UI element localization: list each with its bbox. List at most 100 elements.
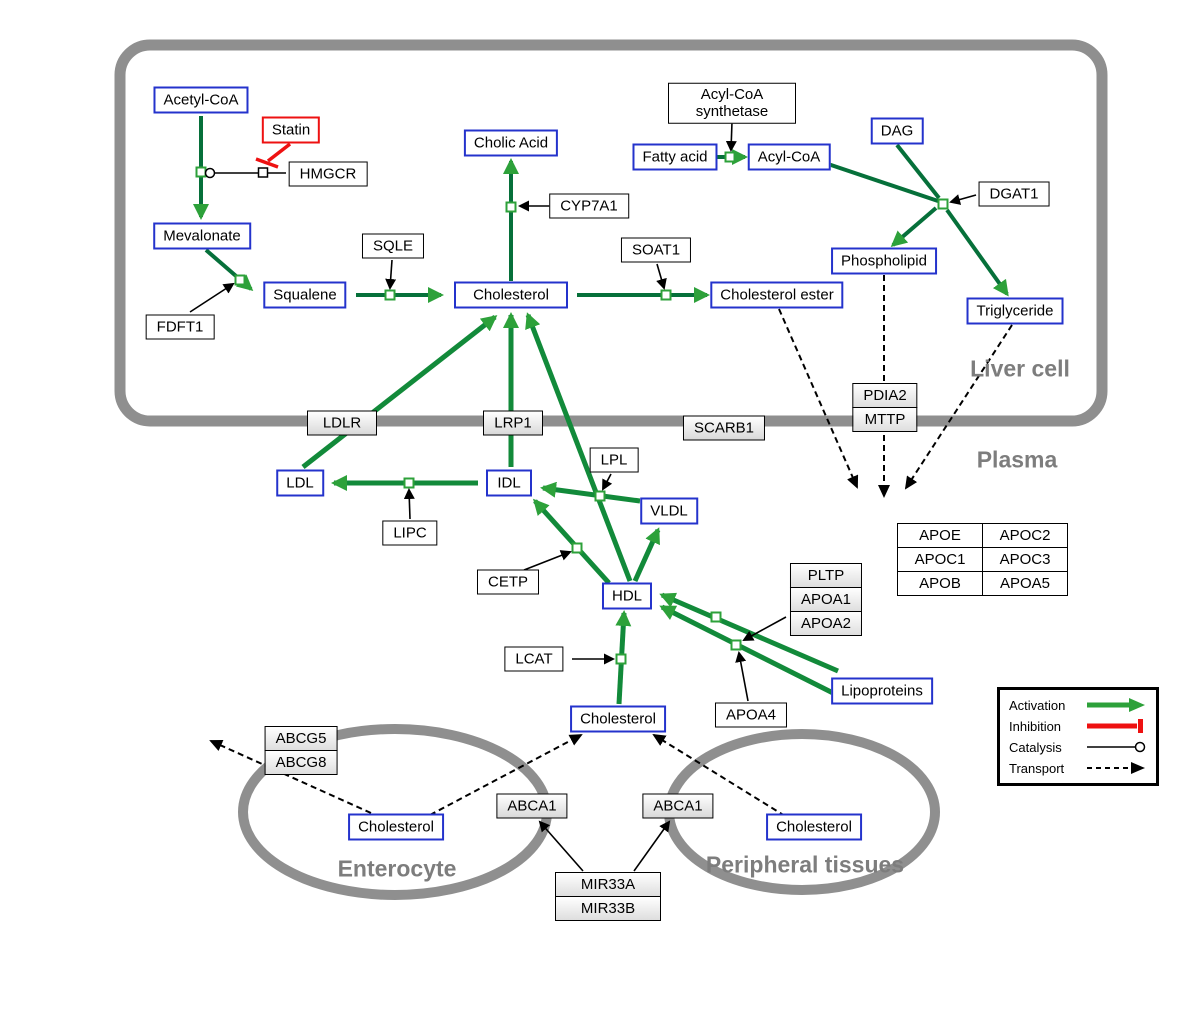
edge-lpl <box>602 473 613 491</box>
edge-cholesterolester-secretion <box>778 308 859 489</box>
peripheral-tissues-label: Peripheral tissues <box>705 851 905 878</box>
stack-pdia2-mttp: PDIA2 MTTP <box>852 383 918 432</box>
liver-cell-membrane <box>114 39 1108 427</box>
enterocyte-label: Enterocyte <box>337 855 457 882</box>
node-lcat[interactable]: LCAT <box>504 646 564 672</box>
node-apoa4[interactable]: APOA4 <box>714 702 788 728</box>
node-idl[interactable]: IDL <box>486 469 532 497</box>
edge-cetp <box>523 550 572 571</box>
reaction-squares <box>195 151 949 665</box>
node-abca1-left[interactable]: ABCA1 <box>496 793 568 819</box>
node-cholesterol-plasma[interactable]: Cholesterol <box>570 705 666 733</box>
node-fdft1[interactable]: FDFT1 <box>145 314 215 340</box>
legend-row-activation: Activation <box>1009 697 1147 713</box>
node-mttp[interactable]: MTTP <box>852 407 918 432</box>
edge-triglyceride-secretion <box>904 324 1013 490</box>
activation-edges-plasma <box>301 312 839 705</box>
node-cholic-acid[interactable]: Cholic Acid <box>463 129 559 157</box>
stack-abcg5-abcg8: ABCG5 ABCG8 <box>264 726 338 775</box>
node-soat1[interactable]: SOAT1 <box>620 237 692 263</box>
legend-row-catalysis: Catalysis <box>1009 739 1147 755</box>
node-scarb1[interactable]: SCARB1 <box>682 415 766 441</box>
catalysis-circle-icon <box>1087 741 1146 753</box>
node-lipc[interactable]: LIPC <box>382 520 438 546</box>
node-cholesterol-enterocyte[interactable]: Cholesterol <box>348 813 444 841</box>
edge-mir33-abca1-left <box>538 820 584 872</box>
stack-pltp-apoa1-apoa2: PLTP APOA1 APOA2 <box>789 563 863 636</box>
edge-dgat1 <box>949 194 977 205</box>
edge-junction-triglyceride <box>945 208 1009 297</box>
edge-fdft1 <box>189 282 235 313</box>
node-lipoproteins[interactable]: Lipoproteins <box>831 677 933 705</box>
apolipoprotein-table: APOE APOC2 APOC1 APOC3 APOB APOA5 <box>897 523 1068 596</box>
node-cholesterol-peripheral[interactable]: Cholesterol <box>766 813 862 841</box>
node-acyl-coa[interactable]: Acyl-CoA <box>747 143 831 171</box>
node-acetyl-coa[interactable]: Acetyl-CoA <box>153 86 249 114</box>
inhibition-edge-statin <box>255 142 292 169</box>
node-apoc3[interactable]: APOC3 <box>982 547 1068 572</box>
node-hmgcr[interactable]: HMGCR <box>288 161 368 187</box>
node-dag[interactable]: DAG <box>870 117 924 145</box>
legend-row-transport: Transport <box>1009 760 1147 776</box>
node-dgat1[interactable]: DGAT1 <box>978 181 1050 207</box>
edge-hdl-vldl <box>632 527 661 583</box>
edge-lipoproteins-hdl-lower <box>659 604 835 696</box>
inhibition-tbar-icon <box>1087 719 1143 733</box>
node-cholesterol-liver[interactable]: Cholesterol <box>454 281 568 309</box>
edge-dag-junction <box>895 143 941 200</box>
node-hdl[interactable]: HDL <box>601 582 653 610</box>
edge-sqle <box>385 259 397 290</box>
edge-mir33-abca1-right <box>633 820 671 872</box>
node-cholesterol-ester[interactable]: Cholesterol ester <box>710 281 844 309</box>
node-apoc1[interactable]: APOC1 <box>897 547 983 572</box>
node-apoc2[interactable]: APOC2 <box>982 523 1068 548</box>
stack-mir33a-mir33b: MIR33A MIR33B <box>555 872 661 921</box>
node-triglyceride[interactable]: Triglyceride <box>966 297 1064 325</box>
node-apoa5[interactable]: APOA5 <box>982 571 1068 596</box>
legend-catalysis-label: Catalysis <box>1009 739 1062 755</box>
edge-acylcoa-junction <box>827 162 939 203</box>
node-vldl[interactable]: VLDL <box>640 497 698 525</box>
node-pltp[interactable]: PLTP <box>789 563 863 588</box>
node-mevalonate[interactable]: Mevalonate <box>153 222 251 250</box>
edge-vldl-idl <box>540 481 641 504</box>
node-lpl[interactable]: LPL <box>589 447 639 473</box>
node-ldl[interactable]: LDL <box>276 469 324 497</box>
node-abcg5[interactable]: ABCG5 <box>264 726 338 751</box>
legend-inhibition-label: Inhibition <box>1009 718 1062 734</box>
edge-acylcoa-synthetase <box>725 121 737 152</box>
node-cyp7a1[interactable]: CYP7A1 <box>549 193 629 219</box>
edge-peripheral-cholesterol-efflux <box>652 733 786 817</box>
node-cetp[interactable]: CETP <box>476 569 540 595</box>
node-lrp1[interactable]: LRP1 <box>483 410 543 436</box>
node-mir33a[interactable]: MIR33A <box>555 872 661 897</box>
node-ldlr[interactable]: LDLR <box>307 410 377 436</box>
node-phospholipid[interactable]: Phospholipid <box>831 247 937 275</box>
node-abca1-right[interactable]: ABCA1 <box>642 793 714 819</box>
node-mir33b[interactable]: MIR33B <box>555 896 661 921</box>
edge-enterocyte-cholesterol-efflux <box>429 734 583 816</box>
node-apoa2[interactable]: APOA2 <box>789 611 863 636</box>
node-apoa1[interactable]: APOA1 <box>789 587 863 612</box>
node-statin[interactable]: Statin <box>261 116 321 144</box>
inhibition-anchor-square <box>257 167 269 178</box>
edge-apoa-stack <box>742 616 787 641</box>
catalysis-edges <box>189 121 977 872</box>
legend: Activation Inhibition Catalysis Transpor… <box>997 687 1159 786</box>
node-abcg8[interactable]: ABCG8 <box>264 750 338 775</box>
legend-activation-label: Activation <box>1009 697 1066 713</box>
edge-hdl-idl <box>532 498 611 585</box>
node-apob[interactable]: APOB <box>897 571 983 596</box>
node-pdia2[interactable]: PDIA2 <box>852 383 918 408</box>
legend-row-inhibition: Inhibition <box>1009 718 1147 734</box>
node-apoe[interactable]: APOE <box>897 523 983 548</box>
plasma-label: Plasma <box>976 446 1058 473</box>
node-fatty-acid[interactable]: Fatty acid <box>632 143 718 171</box>
edge-junction-phospholipid <box>890 206 938 247</box>
node-sqle[interactable]: SQLE <box>361 233 425 259</box>
node-squalene[interactable]: Squalene <box>263 281 347 309</box>
catalysis-endpoint-circle <box>204 167 216 179</box>
node-acyl-coa-synthetase[interactable]: Acyl-CoA synthetase <box>668 82 796 124</box>
